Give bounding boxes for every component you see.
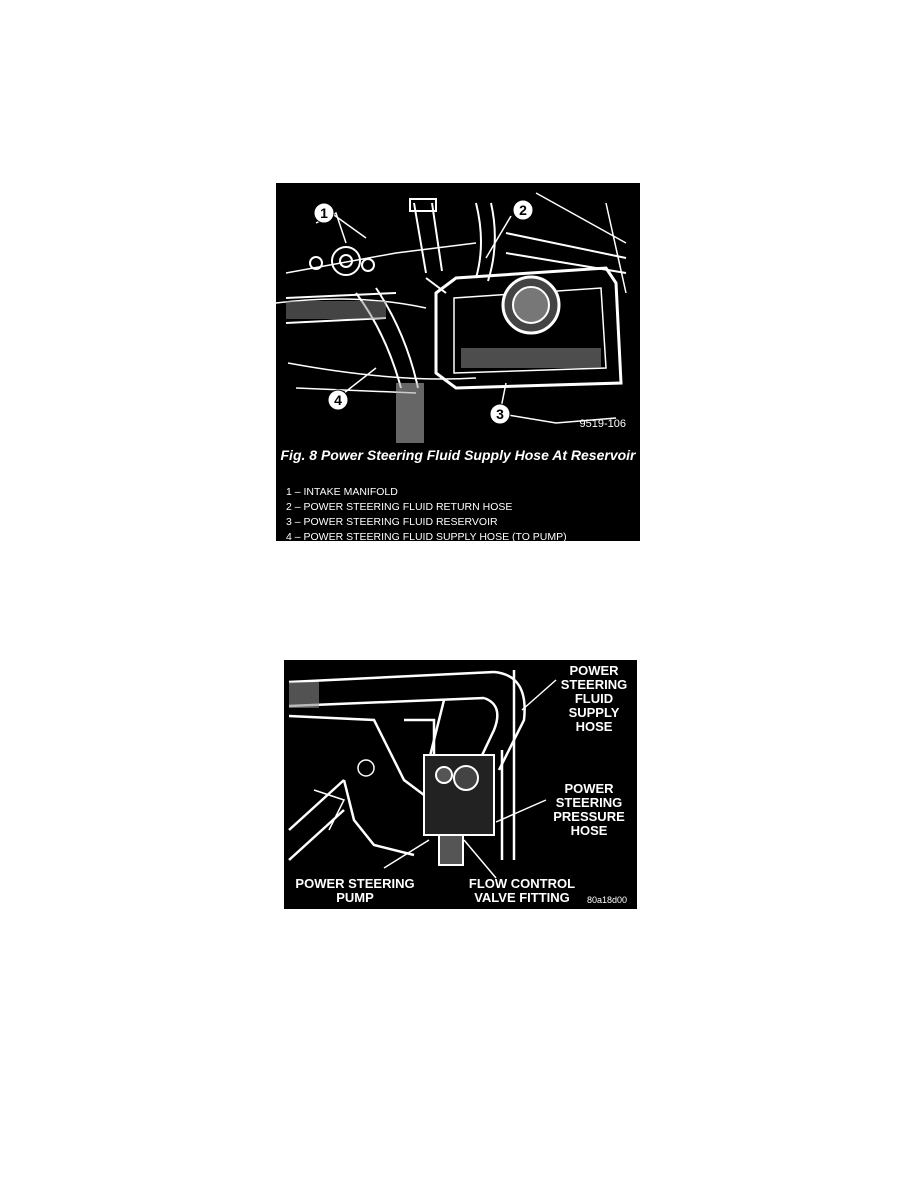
legend-item: 4 – POWER STEERING FLUID SUPPLY HOSE (TO… [286, 531, 567, 541]
reservoir-illustration: 1 2 3 4 [276, 183, 640, 443]
label-pump: POWER STEERING PUMP [295, 876, 415, 905]
label-pressure-hose: POWER STEERING PRESSURE HOSE [553, 781, 625, 838]
label-flow-control: FLOW CONTROL VALVE FITTING [468, 876, 576, 905]
callout-3: 3 [496, 406, 504, 422]
figure-legend: 1 – INTAKE MANIFOLD 2 – POWER STEERING F… [286, 485, 634, 541]
legend-item: 1 – INTAKE MANIFOLD [286, 486, 398, 498]
callout-2: 2 [519, 202, 527, 218]
figure-caption: Fig. 8 Power Steering Fluid Supply Hose … [280, 447, 636, 463]
figure-reservoir: 1 2 3 4 9519-106 Fig. 8 Power Steering F… [276, 183, 640, 541]
pump-illustration [284, 660, 637, 909]
legend-item: 2 – POWER STEERING FLUID RETURN HOSE [286, 501, 513, 513]
figure-pump: POWER STEERING FLUID SUPPLY HOSE POWER S… [284, 660, 637, 909]
image-code: 80a18d00 [586, 895, 627, 905]
callout-1: 1 [320, 205, 328, 221]
callout-4: 4 [334, 392, 342, 408]
image-code: 9519-106 [579, 418, 627, 430]
legend-item: 3 – POWER STEERING FLUID RESERVOIR [286, 516, 498, 528]
label-supply-hose: POWER STEERING FLUID SUPPLY HOSE [560, 663, 628, 734]
